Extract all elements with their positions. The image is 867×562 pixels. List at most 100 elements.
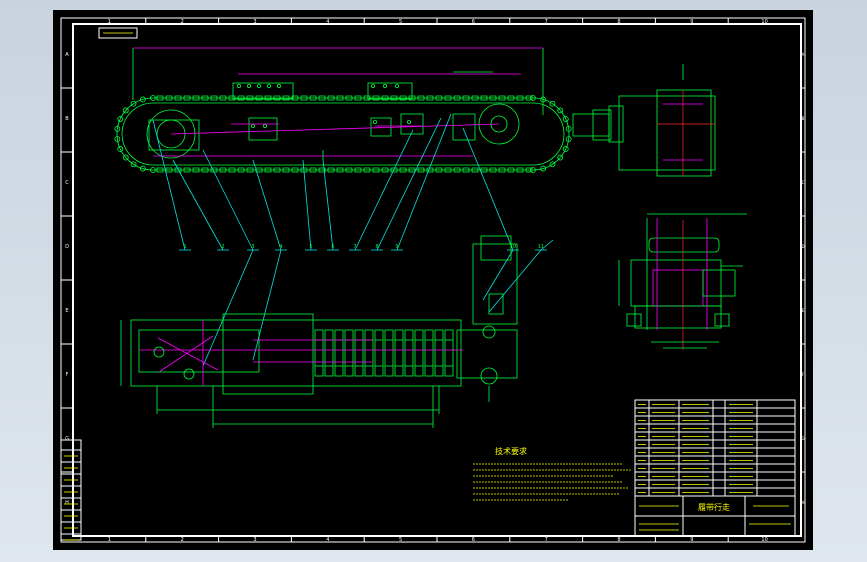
bolt-hole	[370, 84, 375, 89]
leader-line	[302, 159, 312, 251]
leader-line	[482, 249, 514, 301]
chain-link	[237, 167, 245, 173]
chain-link	[130, 100, 137, 107]
chain-link	[480, 167, 488, 173]
chain-link	[345, 95, 353, 101]
part-balloon-number: 2	[221, 244, 224, 250]
leader-line	[488, 249, 542, 313]
leader-line	[376, 117, 442, 251]
chain-link	[399, 167, 407, 173]
chain-link	[336, 95, 344, 101]
border-col-label: 4	[326, 19, 329, 25]
chain-link	[165, 95, 173, 101]
chain-link	[122, 107, 129, 114]
chain-link	[444, 95, 452, 101]
border-row-label: H	[65, 500, 69, 506]
border-col-label: 3	[253, 537, 256, 543]
chain-link	[174, 167, 182, 173]
chain-link	[183, 167, 191, 173]
chain-link	[165, 167, 173, 173]
track-pad	[354, 329, 364, 377]
chain-link	[117, 146, 124, 152]
border-col-label: 2	[181, 19, 184, 25]
chain-link	[130, 161, 137, 168]
tech-requirements-title: 技术要求	[495, 446, 527, 456]
inner-frame	[72, 23, 802, 537]
chain-link	[372, 167, 380, 173]
leader-line	[354, 129, 414, 251]
parts-list-table	[634, 399, 796, 497]
chain-link	[390, 167, 398, 173]
chain-link	[471, 167, 479, 173]
chain-link	[309, 95, 317, 101]
border-col-label: 2	[181, 537, 184, 543]
chain-link	[435, 167, 443, 173]
chain-link	[139, 96, 146, 103]
part-balloon-number: 8	[375, 244, 378, 250]
sprocket-end-view	[572, 64, 716, 177]
chain-link	[114, 136, 121, 143]
leader-line	[396, 113, 452, 251]
border-zone-ticks	[61, 18, 805, 542]
chain-link	[516, 167, 524, 173]
border-col-label: 5	[399, 537, 402, 543]
chain-link	[273, 167, 281, 173]
chain-link	[354, 95, 362, 101]
bolt-hole	[236, 84, 241, 89]
border-row-label: F	[802, 372, 805, 377]
bolt-hole	[382, 84, 387, 89]
border-col-label: 1	[108, 19, 111, 25]
chain-link	[201, 167, 209, 173]
parts-list-rows	[635, 404, 795, 493]
chain-link	[201, 95, 209, 101]
track-pad	[374, 329, 384, 377]
chain-link	[462, 95, 470, 101]
chain-link	[480, 95, 488, 101]
track-pad	[314, 329, 324, 377]
track-pads	[314, 329, 454, 377]
chain-link	[219, 95, 227, 101]
chain-link	[282, 167, 290, 173]
border-row-label: F	[66, 372, 69, 378]
title-block: 履带行走	[634, 495, 796, 537]
part-balloon-number: 4	[279, 244, 282, 250]
revision-stamp	[60, 439, 82, 541]
chain-link	[192, 95, 200, 101]
chain-link	[291, 167, 299, 173]
chain-link	[435, 95, 443, 101]
chain-link	[273, 95, 281, 101]
part-balloon-number: 1	[183, 244, 186, 250]
chain-link	[471, 95, 479, 101]
chain-link	[390, 95, 398, 101]
chain-link	[549, 161, 556, 168]
tech-requirements-lines	[473, 463, 631, 501]
idler-wheel	[146, 109, 196, 159]
part-balloon-number: 11	[538, 244, 544, 250]
chain-link	[210, 95, 218, 101]
chain-link	[525, 167, 533, 173]
leader-line	[202, 149, 254, 251]
leader-line	[202, 249, 254, 367]
chain-link	[318, 167, 326, 173]
chain-link	[516, 95, 524, 101]
leader-line	[172, 159, 224, 251]
technical-requirements: 技术要求	[473, 446, 631, 501]
border-row-label: G	[801, 436, 804, 441]
bolt-hole	[266, 84, 271, 89]
chain-link	[565, 136, 572, 143]
bolt-hole	[276, 84, 281, 89]
border-row-label: D	[801, 244, 804, 249]
chain-link	[540, 165, 547, 172]
crawler-plan-view	[120, 235, 518, 428]
chain-link	[228, 167, 236, 173]
leader-line	[252, 159, 282, 251]
border-col-label: 6	[472, 537, 475, 543]
track-pad	[404, 329, 414, 377]
chain-link	[381, 95, 389, 101]
border-col-label: 10	[761, 537, 767, 543]
border-row-label: E	[65, 308, 68, 314]
